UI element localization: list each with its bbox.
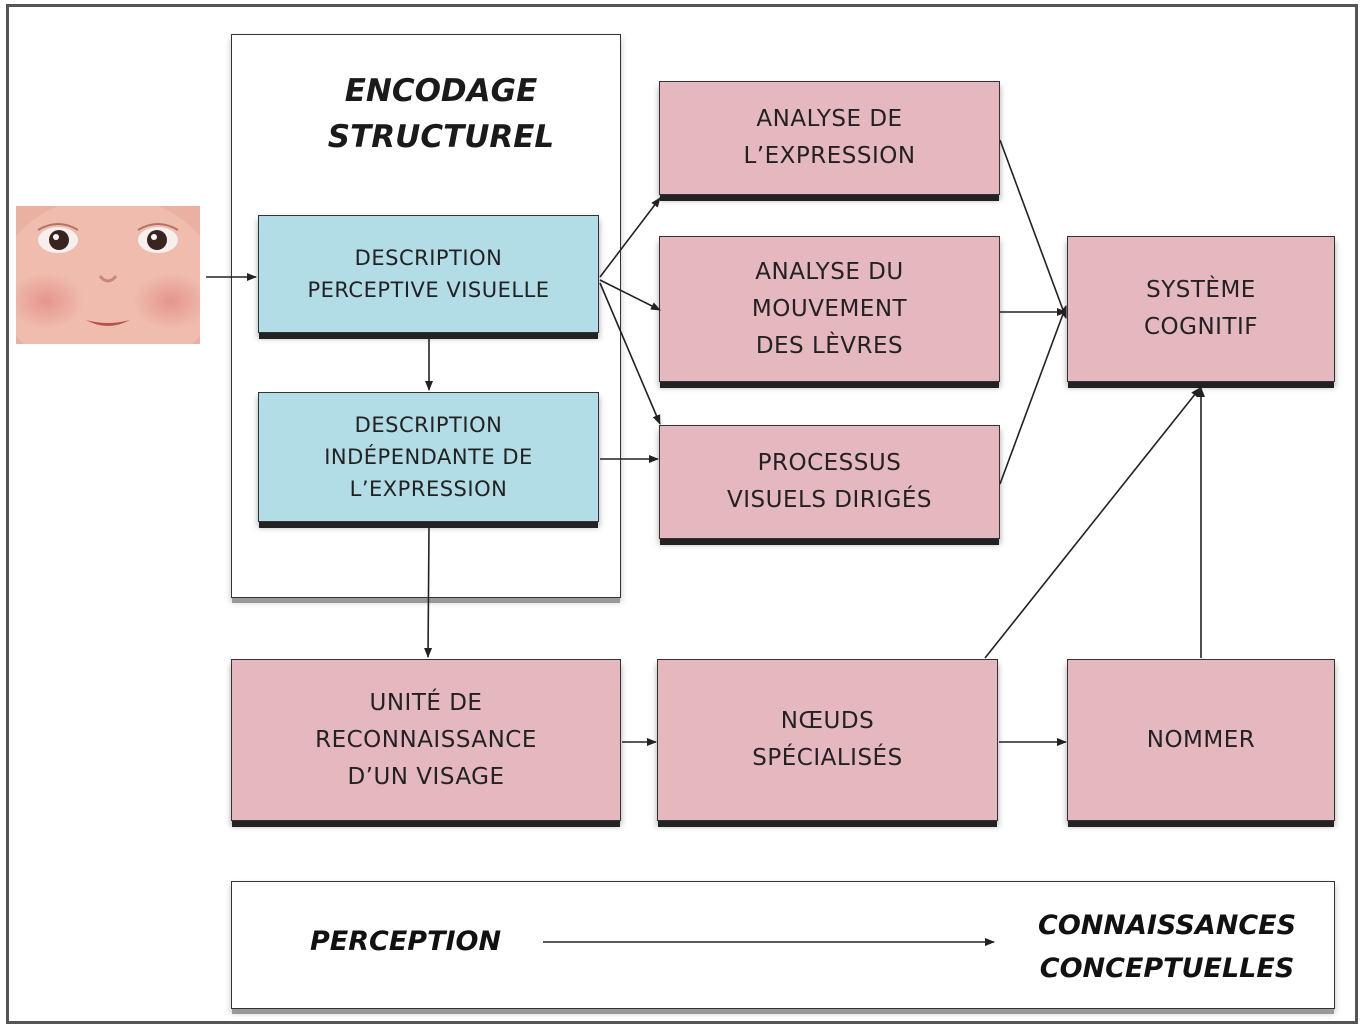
- arrow-processus-to-cognitif: [999, 305, 1067, 485]
- noeuds-specialises-label: NŒUDS SPÉCIALISÉS: [752, 708, 903, 771]
- unite-reconnaissance-visage-box: UNITÉ DE RECONNAISSANCE D’UN VISAGE: [231, 659, 621, 821]
- systeme-cognitif-box: SYSTÈME COGNITIF: [1067, 236, 1335, 382]
- encodage-structurel-title: ENCODAGE STRUCTUREL: [327, 73, 555, 155]
- unite-reconnaissance-visage-label: UNITÉ DE RECONNAISSANCE D’UN VISAGE: [315, 689, 537, 790]
- nommer-label: NOMMER: [1146, 726, 1256, 753]
- systeme-cognitif-label: SYSTÈME COGNITIF: [1143, 277, 1259, 340]
- arrow-perceptive-to-mouvement: [599, 279, 661, 311]
- arrow-noeuds-to-cognitif: [984, 387, 1201, 659]
- arrow-expression-to-cognitif: [999, 139, 1067, 319]
- baby-face-image: [16, 206, 200, 344]
- arrow-independante-to-unite: [424, 525, 433, 658]
- analyse-expression-box: ANALYSE DE L’EXPRESSION: [659, 81, 1000, 195]
- nommer-box: NOMMER: [1067, 659, 1335, 821]
- processus-visuels-diriges-box: PROCESSUS VISUELS DIRIGÉS: [659, 425, 1000, 539]
- arrow-perceptive-to-expression: [599, 197, 661, 278]
- description-independante-box: DESCRIPTION INDÉPENDANTE DE L’EXPRESSION: [258, 392, 599, 522]
- description-perceptive-visuelle-label: DESCRIPTION PERCEPTIVE VISUELLE: [307, 246, 550, 302]
- legend-connaissances-label: CONNAISSANCES CONCEPTUELLES: [1038, 910, 1297, 984]
- arrow-perceptive-to-processus: [599, 282, 661, 425]
- analyse-mouvement-levres-label: ANALYSE DU MOUVEMENT DES LÈVRES: [751, 258, 908, 359]
- analyse-expression-label: ANALYSE DE L’EXPRESSION: [743, 106, 916, 169]
- processus-visuels-diriges-label: PROCESSUS VISUELS DIRIGÉS: [727, 450, 932, 513]
- description-independante-label: DESCRIPTION INDÉPENDANTE DE L’EXPRESSION: [324, 413, 533, 501]
- legend-box: [231, 881, 1335, 1009]
- analyse-mouvement-levres-box: ANALYSE DU MOUVEMENT DES LÈVRES: [659, 236, 1000, 382]
- description-perceptive-visuelle-box: DESCRIPTION PERCEPTIVE VISUELLE: [258, 215, 599, 333]
- legend-perception-label: PERCEPTION: [310, 926, 502, 957]
- noeuds-specialises-box: NŒUDS SPÉCIALISÉS: [657, 659, 998, 821]
